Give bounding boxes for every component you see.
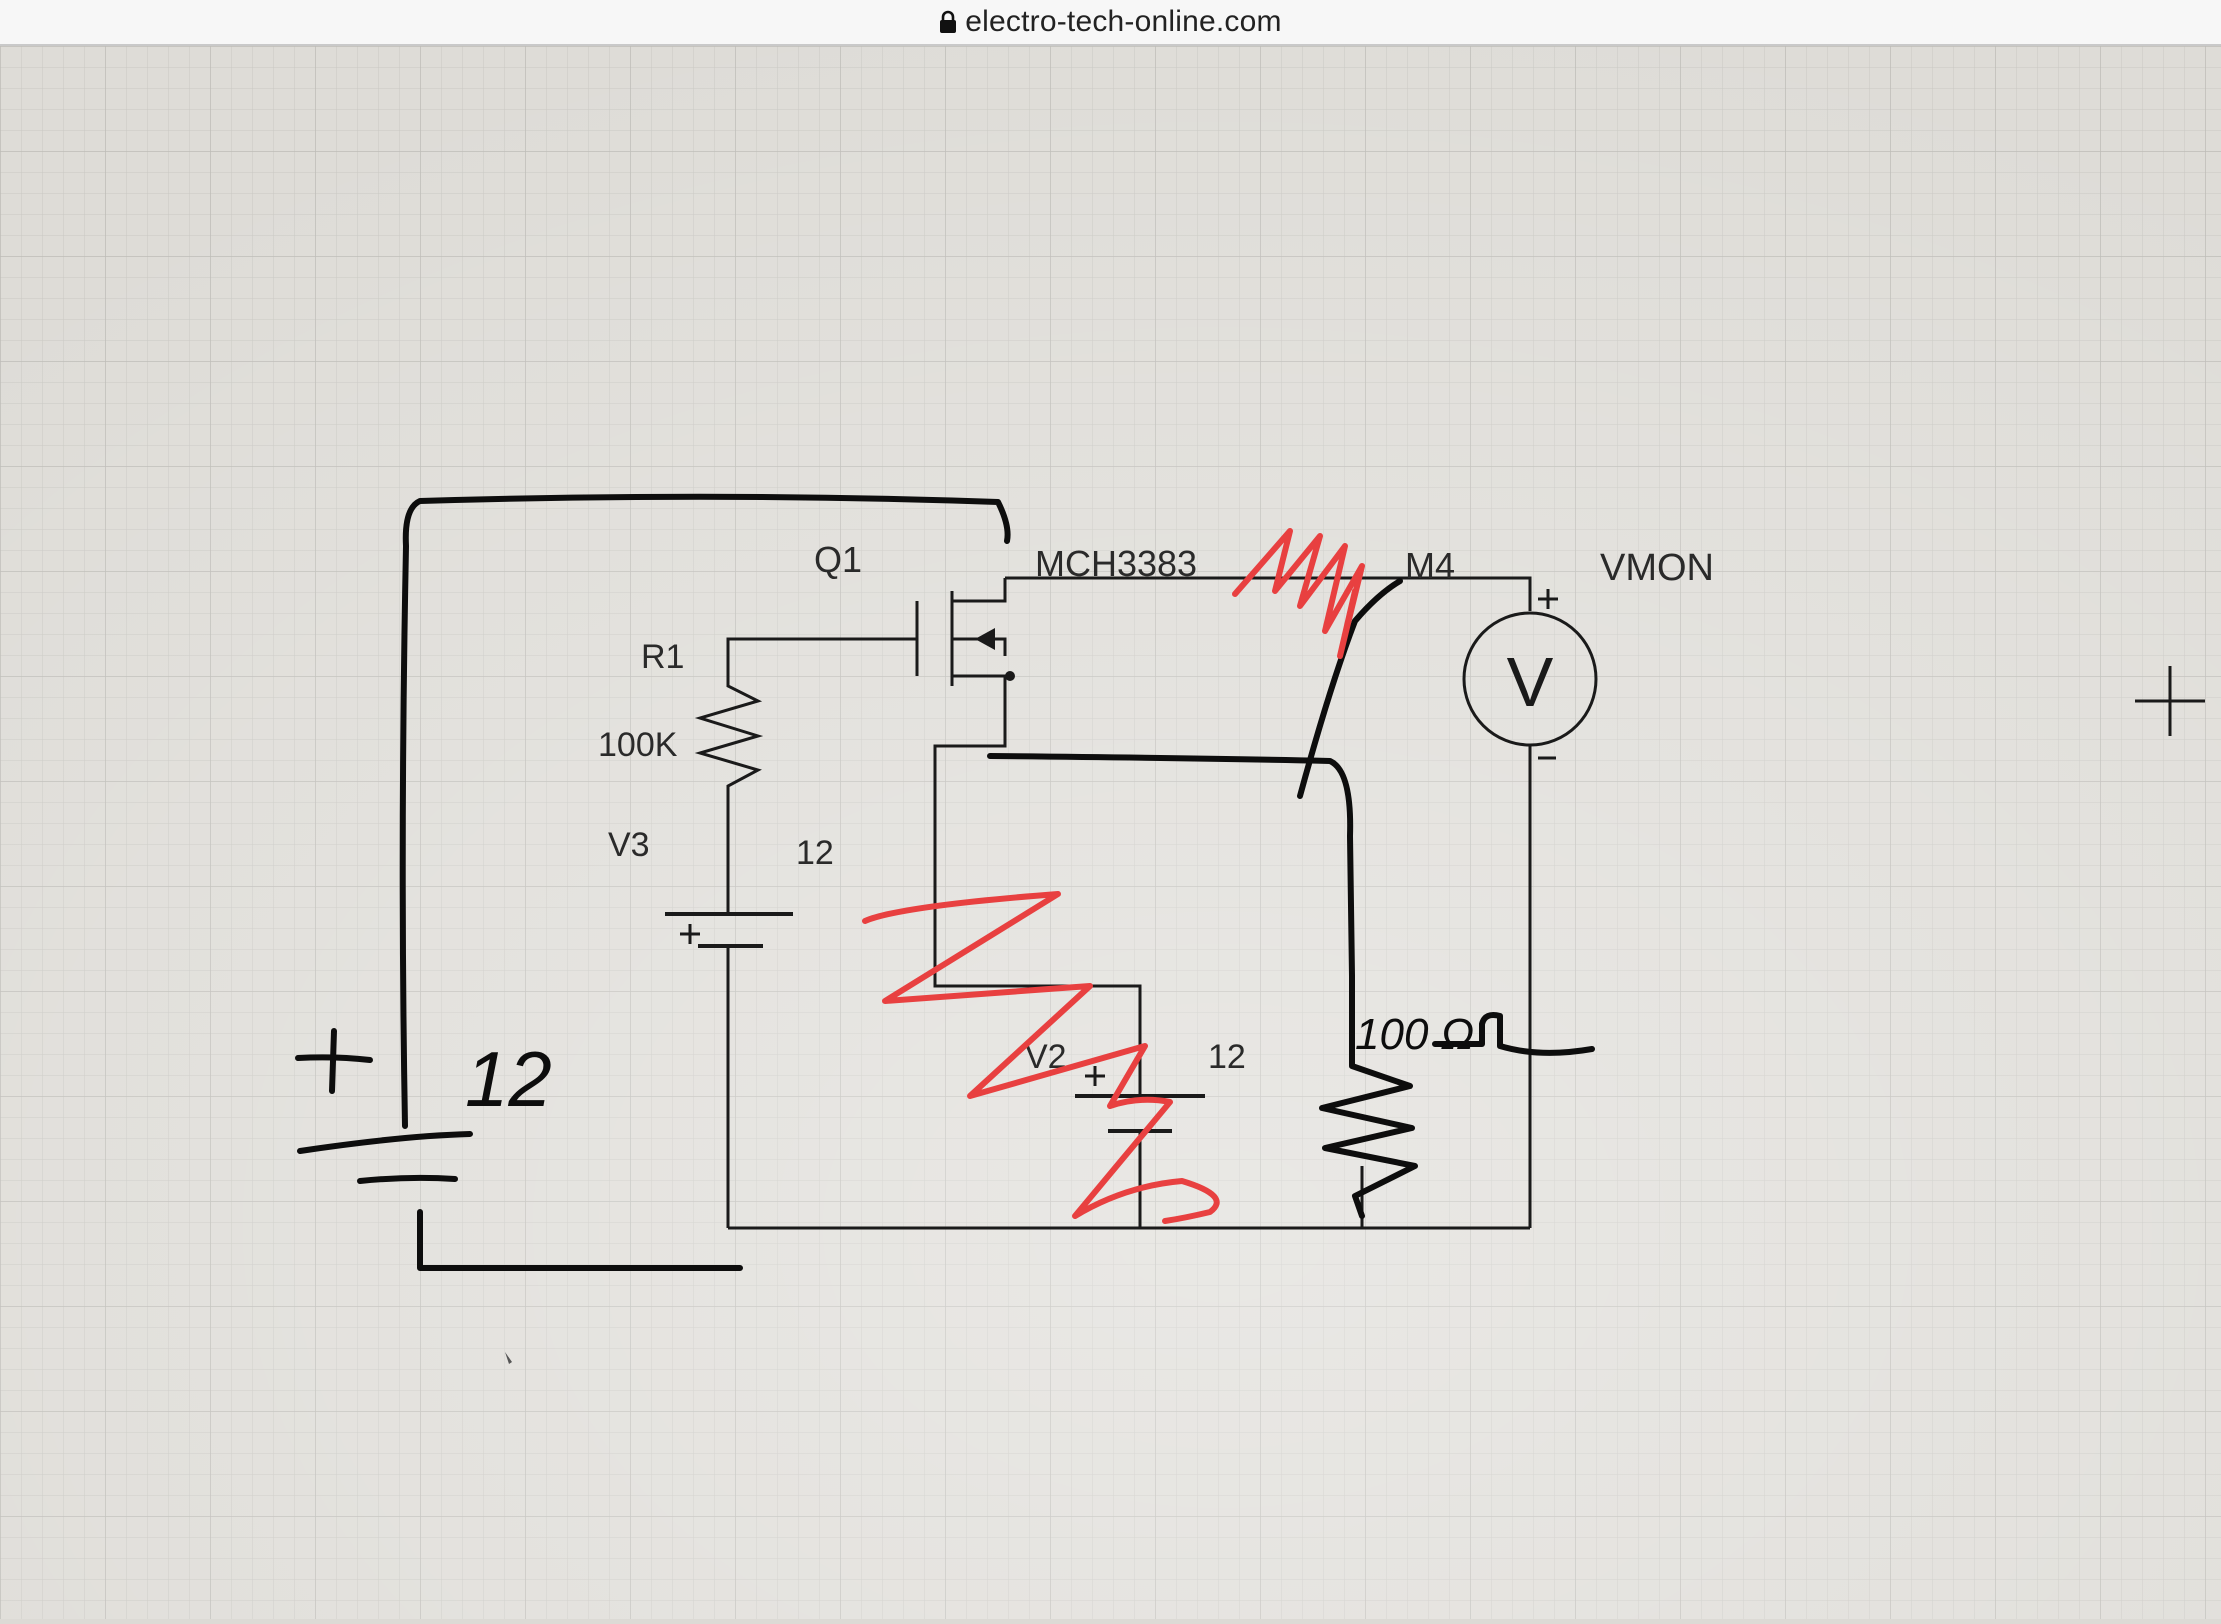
label-v3-value: 12 bbox=[796, 834, 834, 872]
resistor-r1 bbox=[694, 661, 764, 804]
mosfet-q1 bbox=[915, 578, 1015, 711]
battery-v3 bbox=[665, 912, 793, 948]
label-mch3383: MCH3383 bbox=[1035, 543, 1197, 584]
printed-wires bbox=[726, 576, 1532, 1230]
handwritten-resistor bbox=[1319, 973, 1418, 1219]
label-voltmeter-symbol: V bbox=[1507, 643, 1554, 721]
screen-glare bbox=[0, 46, 2221, 1619]
handwritten-resistor-value: 100 Ω bbox=[1355, 1010, 1474, 1059]
address-bar[interactable]: electro-tech-online.com bbox=[0, 0, 2221, 46]
label-vmon: VMON bbox=[1600, 547, 1714, 589]
label-r1: R1 bbox=[641, 638, 684, 676]
battery-v2 bbox=[1075, 1066, 1205, 1133]
label-v2-value: 12 bbox=[1208, 1038, 1246, 1076]
schematic-diagram: Q1 MCH3383 R1 100K V3 12 V2 12 M4 VMON V… bbox=[0, 46, 2221, 1619]
label-v3: V3 bbox=[608, 826, 650, 864]
lock-icon bbox=[939, 10, 957, 34]
monitor-screen: Q1 MCH3383 R1 100K V3 12 V2 12 M4 VMON V… bbox=[0, 46, 2221, 1619]
url-text: electro-tech-online.com bbox=[965, 5, 1282, 38]
pointer-artifact-icon bbox=[505, 1352, 512, 1364]
label-q1: Q1 bbox=[814, 539, 862, 580]
handwritten-battery bbox=[295, 1028, 473, 1184]
label-m4: M4 bbox=[1405, 545, 1455, 586]
handwritten-battery-value: 12 bbox=[465, 1035, 552, 1123]
red-scribbles bbox=[862, 528, 1365, 1224]
crosshair-icon bbox=[2135, 666, 2205, 736]
hand-drawn-wires bbox=[399, 493, 1595, 1271]
voltmeter-vmon bbox=[1462, 589, 1598, 760]
label-r1-value: 100K bbox=[598, 726, 678, 764]
url-display[interactable]: electro-tech-online.com bbox=[939, 5, 1282, 39]
